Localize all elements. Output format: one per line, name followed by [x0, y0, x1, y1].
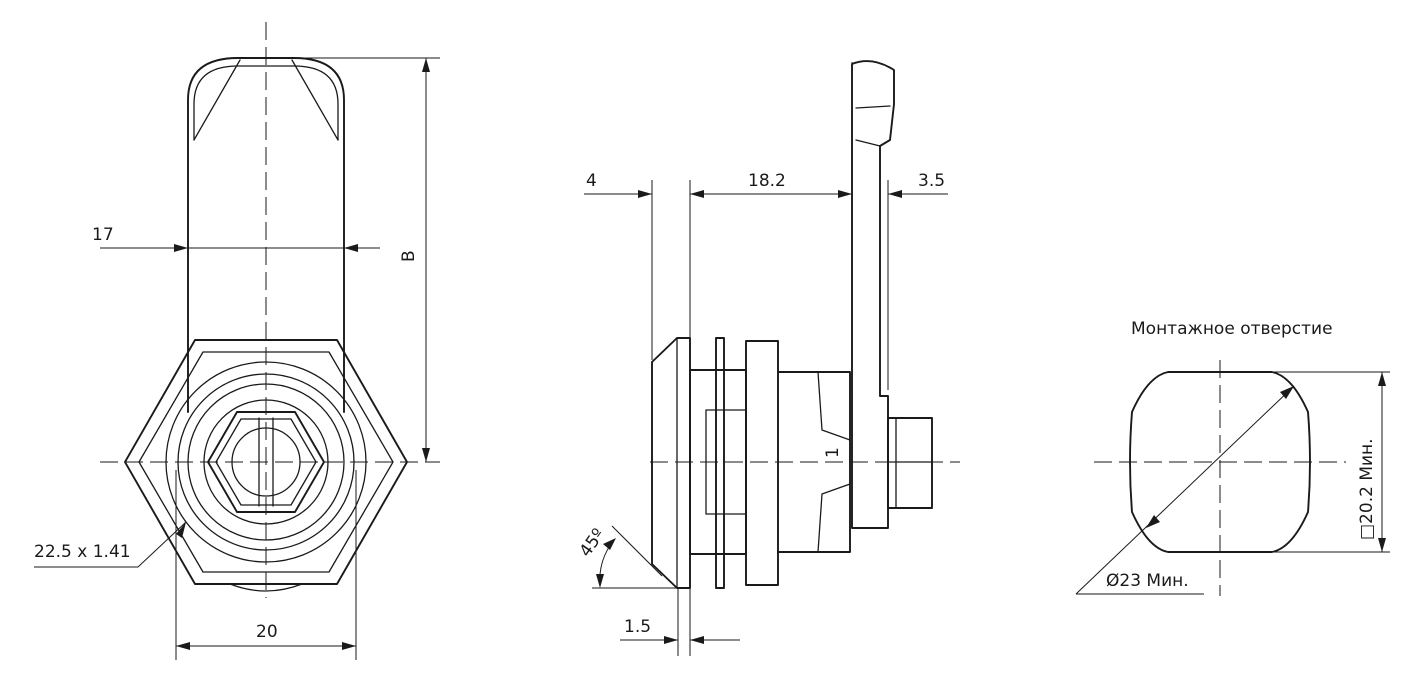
- dim-diameter-line: [1075, 385, 1295, 595]
- dim-square-arrow-bottom: [1378, 538, 1386, 552]
- hex-nut-chamfer: [138, 351, 394, 573]
- angle-chamfer-ext: [611, 525, 663, 577]
- key-bore: [203, 399, 329, 525]
- dim-18-2-label: 18.2: [748, 171, 786, 191]
- dim-1-5-arrow-left: [664, 636, 678, 644]
- dim-17-arrow-right: [344, 244, 358, 252]
- side-view: 1 4 18.2 3.5 45º: [576, 60, 960, 656]
- key-hex-inner: [215, 418, 317, 506]
- dim-square-label: □20.2 Мин.: [1357, 438, 1377, 540]
- mounting-hole-view: Монтажное отверстие Ø23 Мин. □20.2 Мин.: [1075, 319, 1390, 596]
- lever-inner-edge: [193, 65, 339, 141]
- mounting-hole-title: Монтажное отверстие: [1131, 319, 1333, 339]
- body-circle-mid: [177, 373, 355, 551]
- lever-bevel-left: [193, 59, 241, 141]
- dim-diameter-arrow-top: [1280, 386, 1294, 399]
- dim-17-arrow-left: [174, 244, 188, 252]
- dim-thread-leader: [34, 521, 187, 568]
- hex-nut-outline: [124, 339, 408, 585]
- key-hex-outer: [207, 411, 325, 513]
- dim-thread-arrow: [176, 522, 186, 538]
- lever-side-profile: [851, 60, 895, 529]
- dim-1-5-label: 1.5: [624, 617, 651, 637]
- dim-b-arrow-top: [422, 58, 430, 72]
- body-circle-inner: [187, 383, 345, 541]
- lever-side-bend: [855, 139, 881, 147]
- dim-1-5-arrow-right: [690, 636, 704, 644]
- side-marker-label: 1: [823, 447, 843, 458]
- angle-arrow-bottom: [596, 574, 604, 588]
- cylinder-step: [817, 371, 851, 553]
- cylinder-housing: [777, 371, 851, 553]
- dim-diameter-arrow-bottom: [1146, 515, 1160, 528]
- dim-18-2-arrow-left: [690, 190, 704, 198]
- bezel-outline: [651, 337, 691, 589]
- key-cylinder: [231, 427, 301, 497]
- dim-square-arrow-top: [1378, 372, 1386, 386]
- dim-20-arrow-right: [342, 642, 356, 650]
- dim-20-label: 20: [256, 622, 278, 642]
- dim-20-arrow-left: [176, 642, 190, 650]
- washer-edge: [229, 583, 303, 592]
- dim-thread-label: 22.5 x 1.41: [34, 542, 131, 562]
- body-circle-outer: [165, 361, 367, 563]
- angle-arrow-top: [603, 538, 616, 550]
- lever-outline: [187, 57, 345, 413]
- cam-screw-head: [887, 417, 933, 509]
- front-view: 17 B 22.5 x 1.41 20: [34, 22, 440, 660]
- panel-washer: [715, 337, 725, 589]
- dim-diameter-label: Ø23 Мин.: [1106, 571, 1189, 591]
- dim-4-label: 4: [586, 171, 597, 191]
- dim-b-label: B: [399, 250, 419, 262]
- dim-b-arrow-bottom: [422, 448, 430, 462]
- lever-bevel-right: [291, 59, 339, 141]
- dim-3-5-arrow: [888, 190, 902, 198]
- dim-17-label: 17: [92, 225, 114, 245]
- angle-label: 45º: [576, 525, 609, 561]
- lever-side-bend-2: [855, 105, 891, 109]
- dim-4-arrow: [638, 190, 652, 198]
- dim-3-5-label: 3.5: [918, 171, 945, 191]
- side-nut: [745, 340, 779, 586]
- dim-18-2-arrow-right: [838, 190, 852, 198]
